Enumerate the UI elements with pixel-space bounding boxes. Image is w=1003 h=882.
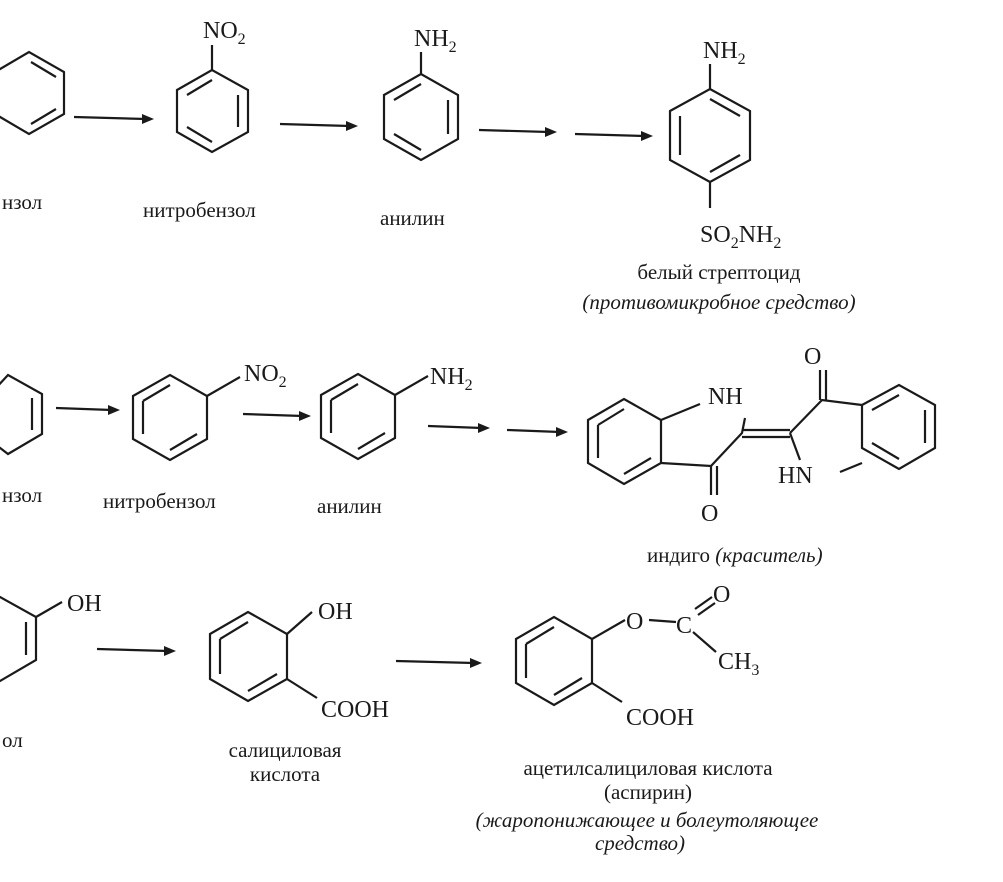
aspirin-alt-name: (аспирин) (603, 780, 693, 804)
salicylic-structure (208, 610, 318, 703)
row3-arrow-1 (96, 646, 176, 656)
row1-arrow-2 (279, 121, 358, 131)
row1-arrow-4 (574, 131, 653, 141)
row1-nitro-group: NO2 (203, 18, 246, 48)
aspirin-name: ацетилсалициловая кислота (523, 756, 773, 780)
indigo-carbonyl-bottom: O (701, 501, 718, 527)
row2-nitrobenzene-label: нитробензол (103, 489, 216, 513)
row2-aniline-ring (319, 372, 429, 461)
row2-benzene-ring (0, 373, 44, 456)
indigo-structure (586, 370, 937, 495)
row2-arrow-3 (427, 423, 490, 433)
aspirin-methyl: CH3 (718, 649, 759, 679)
row1-arrow-3 (478, 127, 557, 137)
row1-nitrobenzene-ring (175, 45, 250, 154)
row1-benzene-ring (0, 50, 66, 136)
row1-aniline-label: анилин (380, 206, 445, 230)
row1-amino-group: NH2 (414, 26, 457, 56)
salicylic-label-2: кислота (249, 762, 321, 786)
salicylic-label-1: салициловая (228, 738, 342, 762)
row2-arrow-4 (506, 427, 568, 437)
row3-phenol-label: ол (2, 728, 23, 752)
row3-phenol-oh: OH (67, 591, 102, 617)
row1-nitrobenzene-label: нитробензол (143, 198, 256, 222)
salicylic-cooh: COOH (321, 697, 389, 723)
row2-arrow-1 (55, 405, 120, 415)
aspirin-use-2: средство) (594, 831, 686, 855)
row2-nitrobenzene-ring (131, 373, 241, 462)
indigo-label: индиго (краситель) (647, 543, 823, 567)
streptocide-sulfonamide-group: SO2NH2 (700, 222, 781, 252)
indigo-hn-bottom: HN (778, 463, 813, 489)
row1-arrow-1 (73, 114, 154, 124)
indigo-carbonyl-top: O (804, 344, 821, 370)
row2-amino-group: NH2 (430, 364, 473, 394)
aspirin-use-1: (жаропонижающее и болеутоляющее (475, 808, 819, 832)
row2-benzene-label: нзол (2, 483, 43, 507)
indigo-name: индиго (647, 543, 710, 567)
row2-nitro-group: NO2 (244, 361, 287, 391)
row1-streptocide-ring (668, 64, 752, 208)
streptocide-use: (противомикробное средство) (582, 290, 856, 314)
salicylic-oh: OH (318, 599, 353, 625)
streptocide-name: белый стрептоцид (637, 260, 801, 284)
row2-arrow-2 (242, 411, 311, 421)
row3-phenol-ring (0, 595, 63, 683)
aspirin-carbonyl-oxygen: O (713, 582, 730, 608)
streptocide-amino-group: NH2 (703, 38, 746, 68)
row2-aniline-label: анилин (317, 494, 382, 518)
row3-arrow-2 (395, 658, 482, 668)
aspirin-carbonyl-carbon: C (676, 613, 692, 639)
aspirin-structure (514, 596, 717, 707)
aspirin-cooh: COOH (626, 705, 694, 731)
indigo-nh-top: NH (708, 384, 743, 410)
aspirin-ester-oxygen: O (626, 609, 643, 635)
indigo-use: (краситель) (715, 543, 823, 567)
row1-aniline-ring (382, 52, 460, 162)
row1-benzene-label: нзол (2, 190, 43, 214)
